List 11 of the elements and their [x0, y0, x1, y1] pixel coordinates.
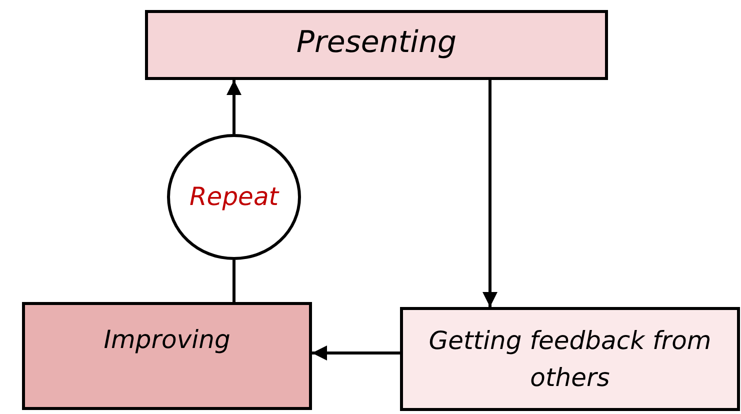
process-box: [22, 302, 312, 410]
node-label: Presenting: [296, 24, 457, 62]
arrow: [226, 80, 242, 134]
process-box: [400, 307, 740, 411]
connector-line: [232, 260, 236, 302]
node-label: Getting feedback from others: [428, 324, 712, 394]
arrow: [482, 80, 498, 307]
arrow: [312, 346, 400, 360]
node-label: Repeat: [189, 181, 279, 214]
process-box: [145, 10, 608, 80]
node-label: Improving: [104, 324, 230, 356]
